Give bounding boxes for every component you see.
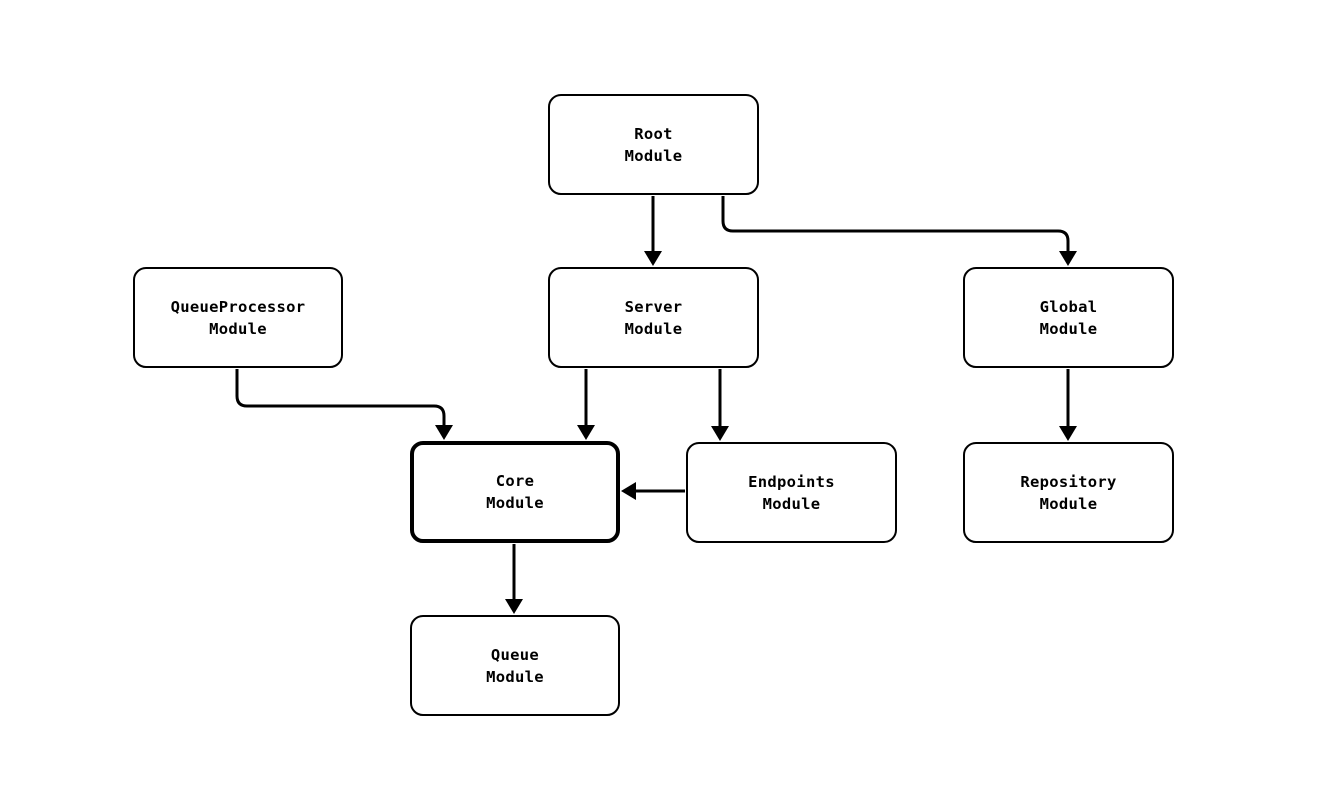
node-label-primary: Server bbox=[624, 297, 683, 316]
edge-queueprocessor-to-core bbox=[235, 369, 446, 432]
edge-root-to-global-arrowhead bbox=[1059, 251, 1077, 266]
node-label-primary: Global bbox=[1039, 297, 1098, 316]
edge-server-to-endpoints-arrowhead bbox=[711, 426, 729, 441]
edge-global-to-repository-arrowhead bbox=[1059, 426, 1077, 441]
edge-server-to-core-arrowhead bbox=[577, 425, 595, 440]
node-label-secondary: Module bbox=[1039, 319, 1098, 338]
node-label-secondary: Module bbox=[762, 494, 821, 513]
node-label-primary: Endpoints bbox=[748, 472, 835, 491]
node-label-primary: Repository bbox=[1020, 472, 1117, 491]
node-label-primary: Queue bbox=[490, 645, 540, 664]
node-label-secondary: Module bbox=[209, 319, 267, 338]
node-label-secondary: Module bbox=[1039, 494, 1098, 513]
edge-queueprocessor-to-core-arrowhead bbox=[435, 425, 453, 440]
node-label-primary: QueueProcessor bbox=[170, 297, 306, 316]
edge-endpoints-to-core-arrowhead bbox=[621, 482, 636, 500]
node-label-secondary: Module bbox=[624, 146, 683, 165]
node-label-primary: Root bbox=[634, 124, 673, 143]
edge-root-to-global bbox=[721, 196, 1070, 258]
edge-root-to-server-arrowhead bbox=[644, 251, 662, 266]
node-label-secondary: Module bbox=[486, 667, 544, 686]
node-label-secondary: Module bbox=[624, 319, 683, 338]
node-label-primary: Core bbox=[495, 472, 535, 490]
edge-core-to-queue-arrowhead bbox=[505, 599, 523, 614]
node-label-secondary: Module bbox=[486, 494, 544, 512]
